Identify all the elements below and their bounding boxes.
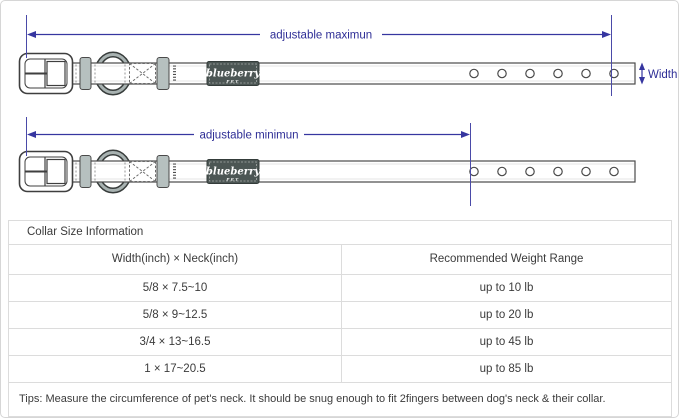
weight-value: up to 45 lb — [479, 336, 534, 348]
table-row: 1 × 17~20.5 up to 85 lb — [9, 356, 671, 383]
arrow-left-icon — [27, 31, 36, 38]
size-value: 3/4 × 13~16.5 — [9, 329, 342, 355]
min-annotation: adjustable minimun — [26, 117, 471, 206]
table-row: 3/4 × 13~16.5 up to 45 lb — [9, 329, 671, 356]
arrow-right-icon — [461, 131, 470, 138]
brand-sub: PET — [225, 79, 239, 84]
table-row: 5/8 × 9~12.5 up to 20 lb — [9, 302, 671, 329]
buckle — [18, 52, 74, 95]
column-header-weight: Recommended Weight Range — [429, 253, 584, 265]
adjustment-holes — [469, 68, 619, 79]
brand-label: blueberry PET — [206, 61, 261, 86]
collar-diagram: blueberry PET — [1, 15, 677, 206]
stitching — [75, 64, 126, 83]
weight-value: up to 20 lb — [479, 309, 534, 321]
max-annotation: adjustable maximun — [26, 15, 612, 96]
weight-value: up to 85 lb — [479, 363, 534, 375]
size-value: 5/8 × 9~12.5 — [9, 302, 342, 328]
keeper-loop — [79, 57, 92, 90]
arrow-down-icon — [639, 77, 645, 85]
max-label: adjustable maximun — [270, 30, 372, 42]
x-stitch-box — [129, 63, 156, 84]
width-annotation: Width — [639, 62, 677, 85]
size-value: 5/8 × 7.5~10 — [9, 275, 342, 301]
width-label: Width — [648, 69, 677, 81]
collar-size-table: Collar Size Information Width(inch) × Ne… — [8, 220, 672, 417]
collar-min-illustration — [20, 152, 636, 192]
arrow-left-icon — [27, 131, 36, 138]
column-header-size: Width(inch) × Neck(inch) — [9, 245, 342, 274]
size-value: 1 × 17~20.5 — [9, 356, 342, 382]
keeper-loop — [156, 57, 170, 90]
min-label: adjustable minimun — [199, 130, 298, 142]
table-title: Collar Size Information — [9, 221, 671, 245]
side-print — [173, 65, 176, 81]
arrow-right-icon — [602, 31, 611, 38]
table-header-row: Width(inch) × Neck(inch) Recommended Wei… — [9, 245, 671, 275]
brand-name: blueberry — [206, 69, 261, 80]
arrow-up-icon — [639, 62, 645, 70]
collar-illustration: blueberry PET — [18, 51, 636, 96]
weight-value: up to 10 lb — [479, 282, 534, 294]
tips-note: Tips: Measure the circumference of pet's… — [9, 383, 671, 417]
table-row: 5/8 × 7.5~10 up to 10 lb — [9, 275, 671, 302]
